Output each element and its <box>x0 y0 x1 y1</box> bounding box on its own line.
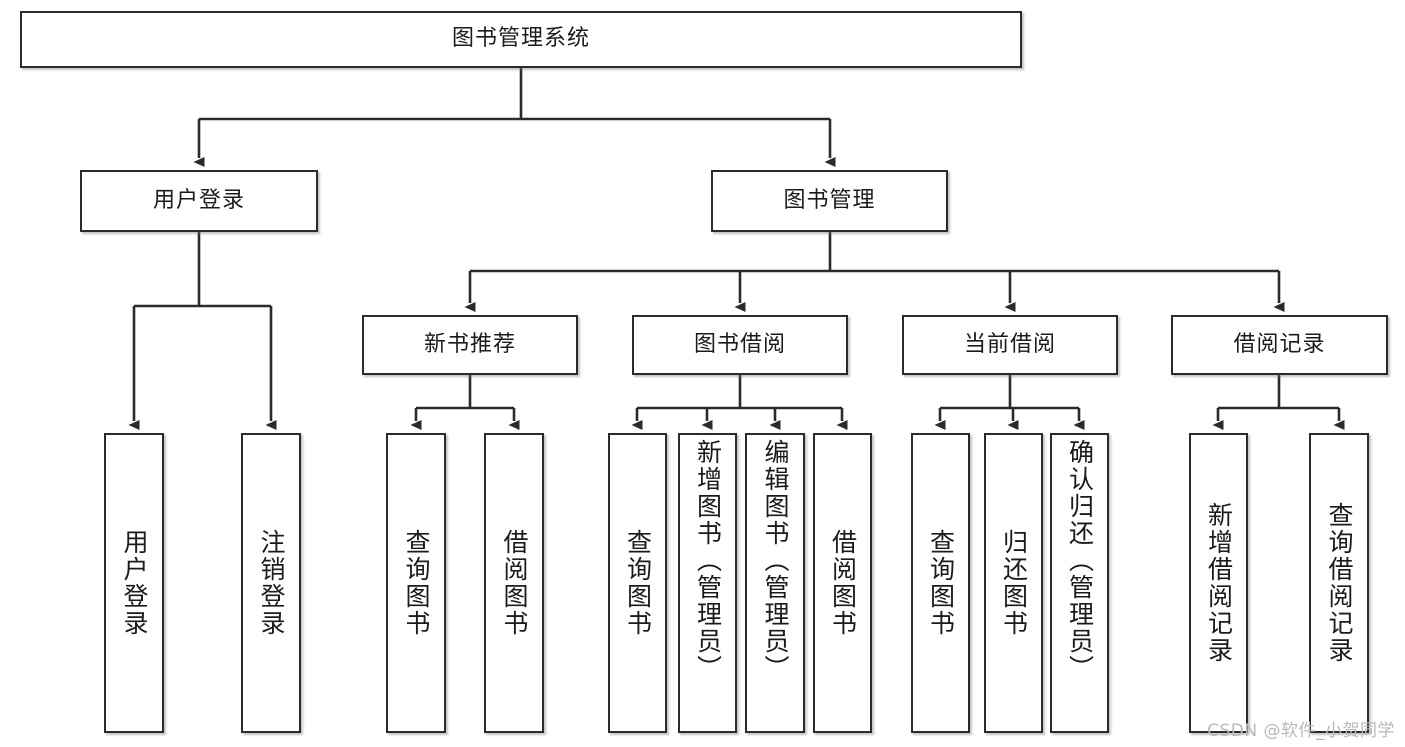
node-leaf-borrow-book-rec[interactable]: 借阅图书 <box>484 433 544 733</box>
node-leaf-borrow-book-label: 借阅图书 <box>828 529 858 637</box>
node-leaf-user-login-label: 用户登录 <box>120 529 149 637</box>
node-leaf-borrow-book[interactable]: 借阅图书 <box>813 433 872 733</box>
node-leaf-edit-book[interactable]: 编辑图书（管理员） <box>745 433 805 733</box>
node-leaf-query-book-rec[interactable]: 查询图书 <box>386 433 446 733</box>
node-leaf-add-record-label: 新增借阅记录 <box>1204 502 1234 664</box>
node-book-borrow[interactable]: 图书借阅 <box>632 315 848 375</box>
node-leaf-query-book-borrow-label: 查询图书 <box>623 529 653 637</box>
node-leaf-return-book-label: 归还图书 <box>999 529 1029 637</box>
node-leaf-add-record[interactable]: 新增借阅记录 <box>1189 433 1248 733</box>
node-leaf-logout[interactable]: 注销登录 <box>241 433 301 733</box>
node-root-label: 图书管理系统 <box>451 26 590 52</box>
csdn-watermark: CSDN @软件_小贺同学 <box>1207 721 1395 741</box>
node-leaf-confirm-return[interactable]: 确认归还（管理员） <box>1050 433 1109 733</box>
node-leaf-query-book-current-label: 查询图书 <box>926 529 956 637</box>
node-leaf-add-book-label: 新增图书（管理员） <box>693 439 723 682</box>
node-leaf-borrow-book-rec-label: 借阅图书 <box>500 529 529 637</box>
node-root[interactable]: 图书管理系统 <box>20 11 1022 68</box>
node-new-book-recommend-label: 新书推荐 <box>423 331 516 357</box>
node-book-borrow-label: 图书借阅 <box>693 331 786 357</box>
node-leaf-add-book[interactable]: 新增图书（管理员） <box>678 433 737 733</box>
node-leaf-query-book-current[interactable]: 查询图书 <box>911 433 970 733</box>
node-leaf-query-book-borrow[interactable]: 查询图书 <box>608 433 667 733</box>
node-borrow-record[interactable]: 借阅记录 <box>1171 315 1388 375</box>
node-book-manage-label: 图书管理 <box>783 187 876 213</box>
node-leaf-edit-book-label: 编辑图书（管理员） <box>761 439 790 682</box>
node-leaf-query-record-label: 查询借阅记录 <box>1325 502 1354 664</box>
node-borrow-record-label: 借阅记录 <box>1233 331 1326 357</box>
node-user-login[interactable]: 用户登录 <box>80 170 318 232</box>
node-new-book-recommend[interactable]: 新书推荐 <box>362 315 578 375</box>
node-leaf-user-login[interactable]: 用户登录 <box>104 433 164 733</box>
node-leaf-query-record[interactable]: 查询借阅记录 <box>1309 433 1369 733</box>
node-leaf-query-book-rec-label: 查询图书 <box>402 529 431 637</box>
node-user-login-label: 用户登录 <box>152 187 245 213</box>
node-leaf-return-book[interactable]: 归还图书 <box>984 433 1043 733</box>
node-current-borrow-label: 当前借阅 <box>963 331 1056 357</box>
node-current-borrow[interactable]: 当前借阅 <box>902 315 1118 375</box>
node-leaf-confirm-return-label: 确认归还（管理员） <box>1065 439 1095 682</box>
node-book-manage[interactable]: 图书管理 <box>711 170 948 232</box>
node-leaf-logout-label: 注销登录 <box>257 529 286 637</box>
